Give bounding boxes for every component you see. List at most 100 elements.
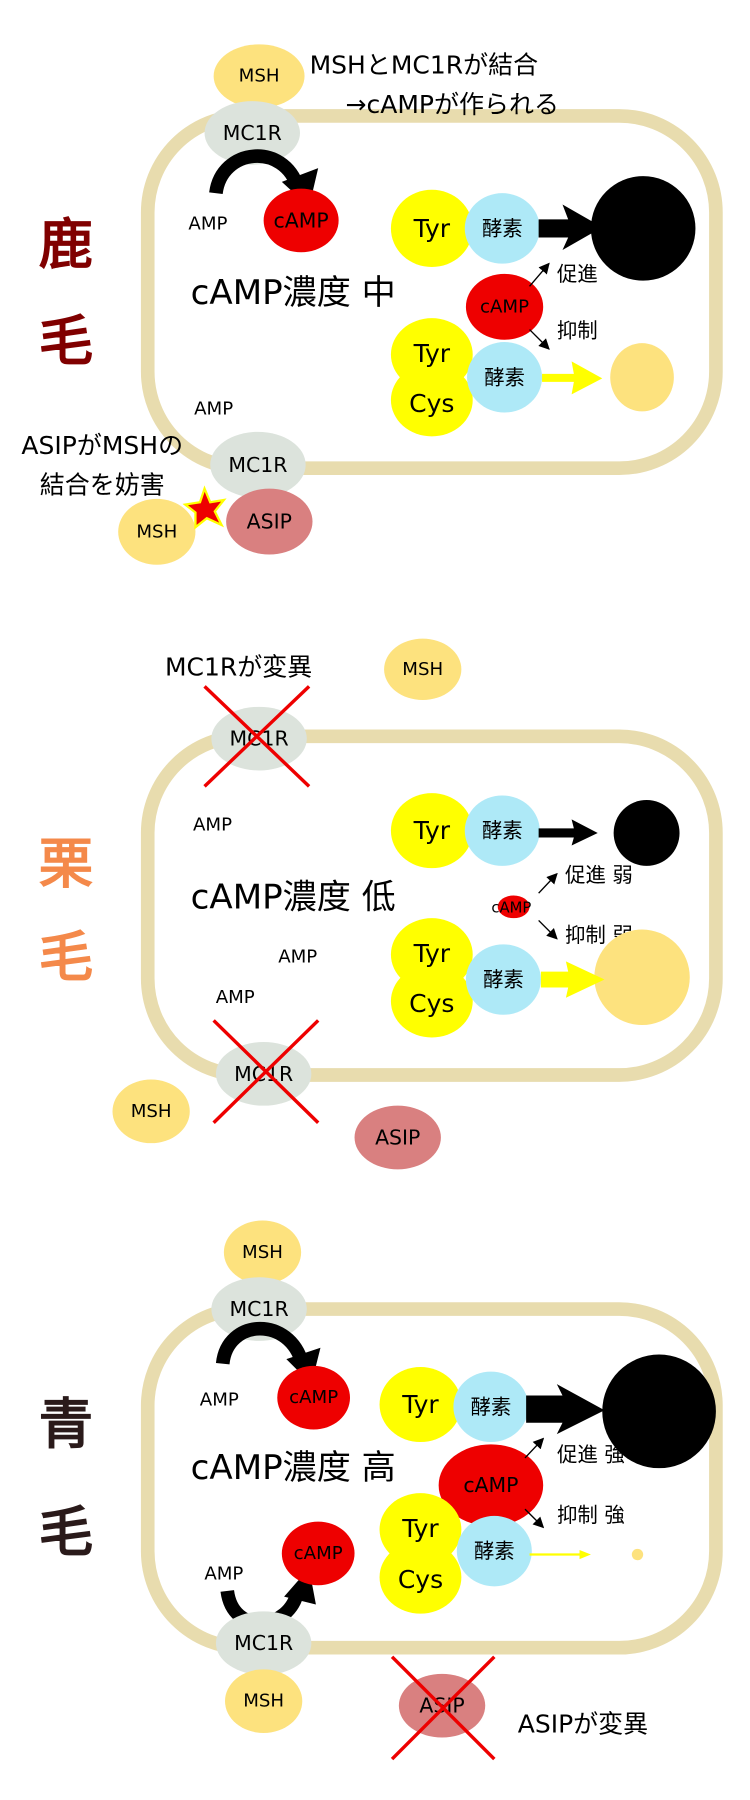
- msh-label: MSH: [243, 1691, 284, 1712]
- inhibit-label: 抑制 強: [557, 1503, 625, 1527]
- camp: [438, 1444, 544, 1527]
- camp: [497, 895, 530, 919]
- yellow-arrow-icon: [540, 961, 605, 998]
- amp-label: AMP: [278, 946, 317, 967]
- promote-label: 促進: [557, 262, 598, 286]
- asip-note: ASIPがMSHの: [21, 431, 183, 460]
- coat-label: 毛: [39, 309, 94, 373]
- enzyme: [464, 193, 540, 264]
- tyr: [390, 918, 473, 991]
- curved-arrow-icon: [215, 1322, 309, 1366]
- mc1r: [210, 431, 306, 498]
- tyr-label: Tyr: [413, 816, 451, 845]
- amp-label: AMP: [194, 399, 233, 420]
- yellow-arrow-icon: [542, 361, 603, 395]
- tyr-label: Tyr: [413, 939, 451, 968]
- enzyme: [456, 1515, 532, 1587]
- camp: [263, 188, 339, 253]
- enzyme-label: 酵素: [482, 216, 523, 240]
- asip: [226, 488, 313, 555]
- enzyme: [465, 944, 541, 1015]
- mc1r-label: MC1R: [228, 453, 287, 477]
- amp-label: AMP: [204, 1563, 243, 1584]
- coat-label: 鹿: [39, 212, 94, 276]
- amp-label: AMP: [216, 987, 255, 1008]
- enzyme-label: 酵素: [482, 819, 523, 843]
- mc1r: [211, 1277, 307, 1341]
- camp-label: cAMP: [480, 296, 529, 317]
- pheomelanin: [594, 929, 690, 1025]
- msh: [225, 1669, 303, 1733]
- panel-black: 青 毛 MSH MC1R AMP cAMP cAMP濃度 高 Tyr 酵素 cA…: [39, 1220, 723, 1761]
- msh: [118, 498, 196, 565]
- msh: [112, 1079, 190, 1144]
- enzyme: [467, 342, 543, 413]
- tyr-label: Tyr: [413, 339, 451, 368]
- msh-label: MSH: [239, 66, 280, 87]
- enzyme-label: 酵素: [470, 1395, 511, 1419]
- cys-label: Cys: [409, 989, 454, 1018]
- msh-label: MSH: [136, 521, 177, 542]
- asip-label: ASIP: [375, 1126, 420, 1150]
- amp-label: AMP: [200, 1390, 239, 1411]
- coat-label: 毛: [39, 925, 94, 989]
- mc1r-label: MC1R: [223, 121, 282, 145]
- promote-label: 促進 強: [557, 1443, 625, 1467]
- tyr: [390, 318, 473, 391]
- thick-arrow-icon: [526, 1384, 605, 1435]
- tyr-label: Tyr: [401, 1514, 439, 1543]
- tyr: [390, 189, 473, 268]
- cross-icon: [212, 1019, 320, 1124]
- cross-icon: [203, 685, 311, 788]
- coat-label: 青: [39, 1392, 94, 1456]
- mc1r: [204, 101, 300, 165]
- cell-membrane: [140, 1302, 723, 1655]
- note: MC1Rが変異: [165, 653, 312, 682]
- cys-label: Cys: [409, 389, 454, 418]
- msh: [384, 638, 462, 700]
- camp: [465, 273, 544, 340]
- camp: [281, 1521, 355, 1586]
- mc1r: [215, 1611, 312, 1675]
- tyr-label: Tyr: [401, 1390, 439, 1419]
- mc1r-label: MC1R: [234, 1631, 293, 1655]
- asip-note: 結合を妨害: [40, 471, 165, 500]
- enzyme: [453, 1371, 529, 1443]
- msh: [213, 44, 305, 108]
- enzyme-label: 酵素: [484, 365, 525, 389]
- camp-label: cAMP: [463, 1473, 518, 1497]
- note: MSHとMC1Rが結合: [310, 50, 539, 79]
- pheomelanin: [631, 1548, 644, 1561]
- camp-label: cAMP: [274, 208, 329, 232]
- promote-label: 促進 弱: [565, 863, 633, 887]
- tyr: [390, 793, 473, 869]
- msh-label: MSH: [242, 1242, 283, 1263]
- cell-membrane: [140, 109, 723, 475]
- note: ASIPが変異: [518, 1709, 648, 1738]
- enzyme-label: 酵素: [483, 968, 524, 992]
- star-icon: [182, 485, 227, 530]
- cross-icon: [390, 1655, 496, 1761]
- asip-label: ASIP: [247, 510, 292, 534]
- mc1r-label: MC1R: [230, 1297, 289, 1321]
- thick-arrow-icon: [538, 204, 603, 250]
- camp-label: cAMP: [294, 1543, 343, 1564]
- eumelanin: [590, 176, 696, 281]
- arrow-icon: [538, 819, 598, 846]
- enzyme: [464, 795, 540, 866]
- inhibit-label: 抑制: [557, 319, 598, 343]
- curved-arrow-icon: [209, 149, 305, 195]
- amp-label: AMP: [193, 815, 232, 836]
- amp-label: AMP: [188, 213, 227, 234]
- cell-membrane: [140, 729, 723, 1082]
- eumelanin: [613, 800, 680, 866]
- msh: [223, 1220, 302, 1285]
- panel-chestnut: 栗 毛 MC1Rが変異 MSH MC1R AMP cAMP濃度 低 Tyr 酵素…: [39, 638, 723, 1170]
- tyr-label: Tyr: [413, 214, 451, 243]
- msh-label: MSH: [131, 1101, 172, 1122]
- panel-bay: 鹿 毛 MSHとMC1Rが結合 →cAMPが作られる MSH MC1R AMP …: [21, 44, 723, 565]
- pheomelanin: [610, 343, 674, 412]
- note: →cAMPが作られる: [346, 90, 559, 119]
- tyr: [379, 1367, 462, 1443]
